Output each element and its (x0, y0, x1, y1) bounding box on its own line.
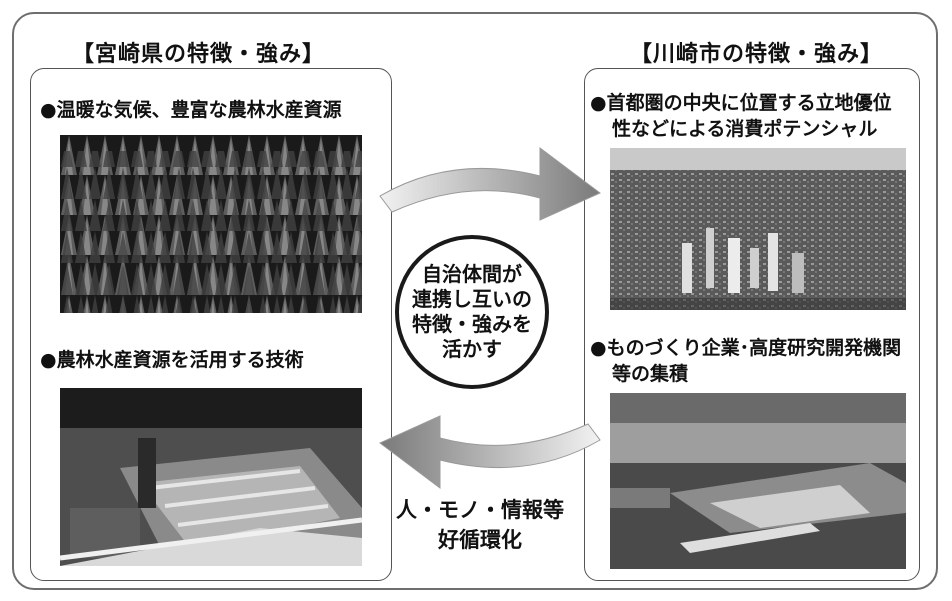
arrow-to-kawasaki-icon (379, 147, 601, 221)
miyazaki-heading: 【宮崎県の特徴・強み】 (72, 42, 326, 67)
exchange-line2: 好循環化 (438, 528, 522, 552)
collaboration-circle: 自治体間が 連携し互いの 特徴・強みを 活かす (395, 235, 549, 389)
miyazaki-strength-climate: ●温暖な気候、豊富な農林水産資源 (40, 99, 342, 121)
kawasaki-strength-manufacturing-line1: ●ものづくり企業･高度研究開発機関 (590, 337, 902, 359)
forest-photo (60, 135, 362, 313)
kawasaki-strength-manufacturing-line2: 等の集積 (612, 363, 689, 385)
kawasaki-strength-location-line1: ●首都圏の中央に位置する立地優位 (590, 92, 892, 114)
kawasaki-strength-location-line2: 性などによる消費ポテンシャル (612, 118, 878, 140)
collaboration-line1: 自治体間が (422, 262, 522, 286)
city-aerial-photo (610, 148, 906, 310)
exchange-label: 人・モノ・情報等 好循環化 (374, 495, 586, 555)
collaboration-line3: 特徴・強みを (412, 312, 532, 336)
arrow-to-miyazaki-icon (379, 415, 601, 489)
miyazaki-strength-technology: ●農林水産資源を活用する技術 (40, 349, 304, 371)
exchange-line1: 人・モノ・情報等 (396, 498, 564, 522)
waterfront-aerial-photo (610, 393, 906, 569)
kawasaki-heading: 【川崎市の特徴・強み】 (630, 42, 884, 67)
collaboration-line4: 活かす (442, 337, 502, 361)
collaboration-line2: 連携し互いの (412, 287, 532, 311)
lumber-mill-photo (60, 388, 362, 566)
